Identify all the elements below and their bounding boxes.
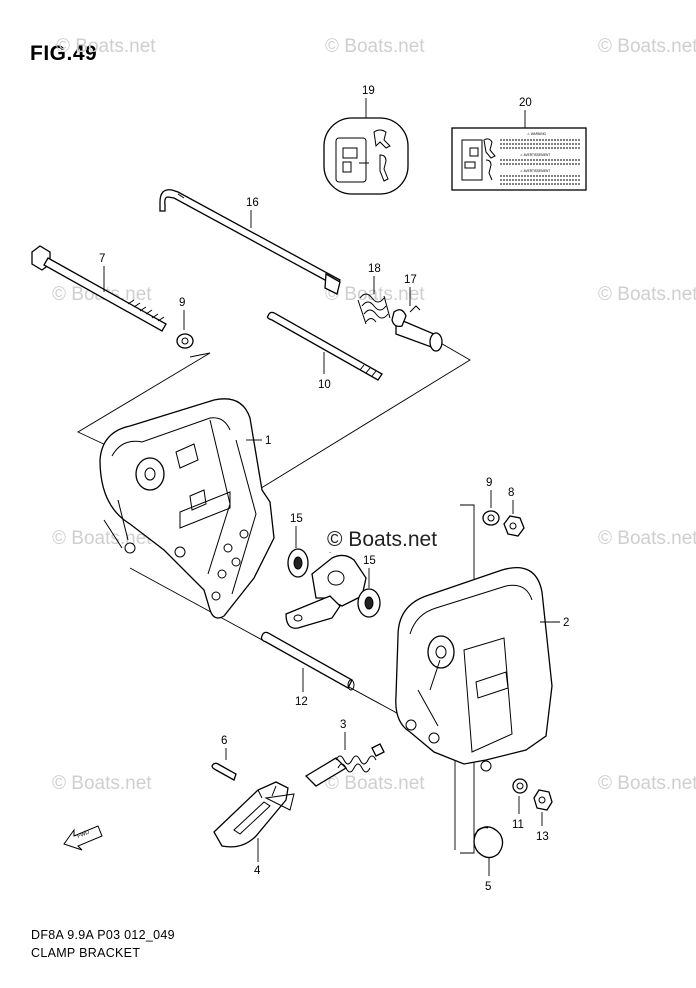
nut-8 (503, 515, 525, 537)
part-number-2: 2 (563, 617, 569, 629)
fwd-text: FWD (77, 830, 91, 840)
tilt-stopper (285, 539, 367, 629)
warning-label-20: ⚠ WARNING ⚠ AVERTISSEMENT ⚠ AVERTISSEMEN… (451, 127, 587, 191)
cap-5 (473, 826, 504, 859)
part-number-8: 8 (508, 487, 514, 499)
part-number-18: 18 (368, 263, 381, 275)
figure-title: FIG.49 (30, 42, 98, 65)
assembly-frame-line (77, 352, 211, 448)
pin-6 (211, 762, 237, 781)
part-number-3: 3 (340, 719, 346, 731)
forward-arrow-icon: FWD (63, 825, 103, 851)
spring-18 (357, 293, 391, 325)
spring-lever-3 (304, 743, 385, 787)
avertissement-text: ⚠ AVERTISSEMENT (520, 153, 550, 157)
part-number-1: 1 (265, 435, 271, 447)
part-number-7: 7 (99, 253, 105, 265)
rod-16 (159, 189, 341, 295)
part-number-6: 6 (221, 735, 227, 747)
part-number-16: 16 (246, 197, 259, 209)
washer-9 (482, 510, 500, 526)
bolt-7 (31, 245, 167, 332)
shaft-10 (266, 311, 383, 381)
watermark: © Boats.net (598, 284, 696, 305)
watermark-center: © Boats.net (325, 528, 440, 552)
part-number-10: 10 (318, 379, 331, 391)
part-number-15: 15 (363, 555, 376, 567)
nut-13 (533, 789, 553, 811)
watermark: © Boats.net (52, 773, 152, 794)
part-number-9: 9 (179, 297, 185, 309)
watermark: © Boats.net (598, 528, 696, 549)
knob-17 (391, 305, 443, 352)
watermark: © Boats.net (598, 36, 696, 57)
diagram-caption: CLAMP BRACKET (31, 946, 141, 960)
decal-19 (323, 117, 409, 195)
part-number-5: 5 (485, 881, 491, 893)
watermark: © Boats.net (325, 284, 425, 305)
bushing-15 (287, 548, 309, 578)
part-number-12: 12 (295, 696, 308, 708)
part-number-11: 11 (512, 819, 524, 831)
washer-9 (176, 333, 194, 349)
avertissement-text: ⚠ AVERTISSEMENT (520, 169, 550, 173)
watermark: © Boats.net (598, 773, 696, 794)
part-number-17: 17 (404, 274, 417, 286)
watermark: © Boats.net (56, 36, 156, 57)
washer-11 (512, 778, 528, 794)
clamp-bracket-2 (395, 566, 553, 772)
watermark: © Boats.net (325, 773, 425, 794)
diagram-code: DF8A 9.9A P03 012_049 (31, 928, 175, 942)
watermark: © Boats.net (325, 36, 425, 57)
warning-text: ⚠ WARNING (527, 132, 547, 136)
clamp-bracket-1 (99, 398, 275, 619)
bushing-15 (357, 588, 381, 618)
assembly-frame-line (257, 337, 471, 491)
pin-12 (260, 631, 355, 691)
part-number-19: 19 (362, 85, 375, 97)
part-number-9: 9 (486, 477, 492, 489)
part-number-20: 20 (519, 97, 532, 109)
part-number-15: 15 (290, 513, 303, 525)
part-number-13: 13 (536, 831, 549, 843)
lever-4 (213, 781, 295, 848)
part-number-4: 4 (254, 865, 261, 877)
